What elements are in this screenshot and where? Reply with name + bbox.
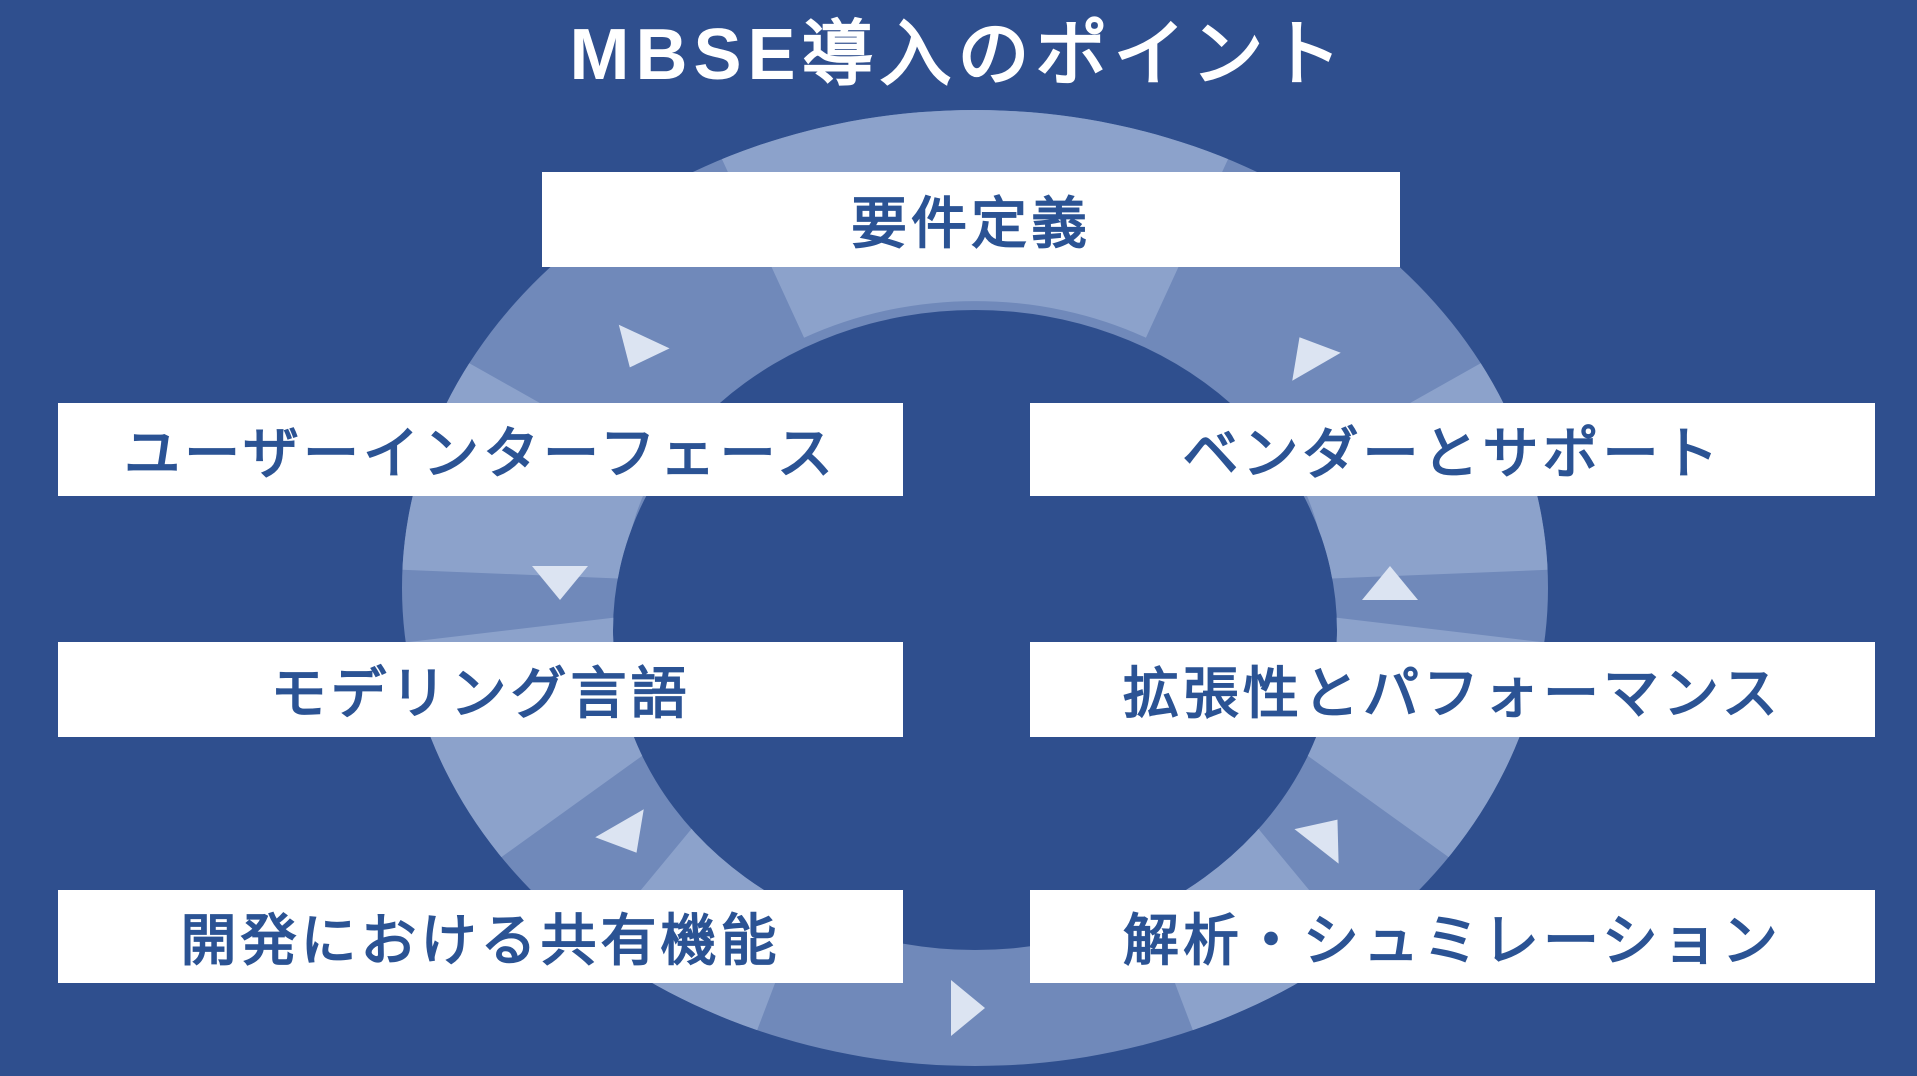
flow-arrow-left-lower-icon: [595, 809, 644, 853]
page-title: MBSE導入のポイント: [569, 15, 1348, 95]
cycle-item-shared-functions: 開発における共有機能: [58, 890, 903, 983]
cycle-item-label: モデリング言語: [270, 662, 691, 725]
cycle-item-analysis-simulation: 解析・シュミレーション: [1030, 890, 1875, 983]
cycle-item-modeling-language: モデリング言語: [58, 642, 903, 737]
flow-arrow-bottom-icon: [951, 980, 985, 1036]
flow-arrow-right-lower-icon: [1294, 819, 1339, 864]
cycle-item-label: 要件定義: [851, 192, 1091, 255]
cycle-item-scalability-performance: 拡張性とパフォーマンス: [1030, 642, 1875, 737]
flow-arrow-top-left-icon: [618, 324, 670, 368]
flow-arrow-top-right-icon: [1292, 337, 1341, 381]
cycle-item-label: ベンダーとサポート: [1182, 422, 1723, 485]
cycle-item-label: 開発における共有機能: [180, 909, 781, 972]
cycle-item-label: 解析・シュミレーション: [1123, 909, 1782, 972]
flow-arrow-right-middle-icon: [1362, 566, 1418, 600]
ring-annulus: [402, 110, 1548, 1066]
cycle-item-vendor-support: ベンダーとサポート: [1030, 403, 1875, 496]
cycle-item-label: ユーザーインターフェース: [124, 422, 837, 485]
flow-arrow-left-middle-icon: [532, 566, 588, 600]
cycle-item-requirements: 要件定義: [542, 172, 1400, 267]
cycle-item-label: 拡張性とパフォーマンス: [1123, 662, 1782, 725]
cycle-item-user-interface: ユーザーインターフェース: [58, 403, 903, 496]
